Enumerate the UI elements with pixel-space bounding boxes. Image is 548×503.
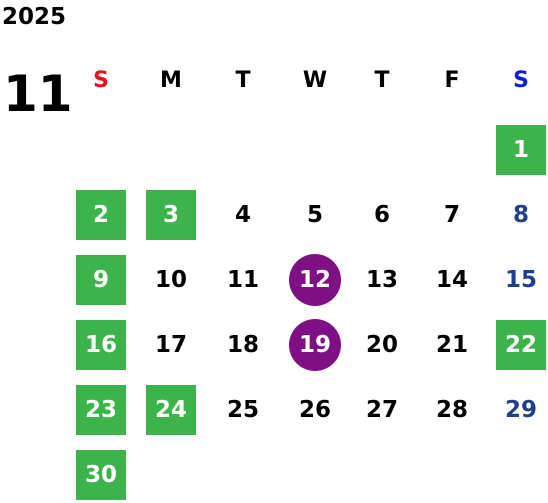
day-21[interactable]: 21 bbox=[435, 332, 468, 358]
weekday-wednesday: W bbox=[302, 68, 328, 93]
day-25[interactable]: 25 bbox=[226, 397, 259, 423]
day-29[interactable]: 29 bbox=[504, 397, 537, 423]
day-4[interactable]: 4 bbox=[234, 202, 251, 228]
day-3[interactable]: 3 bbox=[146, 190, 196, 240]
day-6[interactable]: 6 bbox=[373, 202, 390, 228]
day-18[interactable]: 18 bbox=[226, 332, 259, 358]
day-14[interactable]: 14 bbox=[435, 267, 468, 293]
day-24[interactable]: 24 bbox=[146, 385, 196, 435]
calendar-month: 11 bbox=[3, 65, 73, 123]
day-8[interactable]: 8 bbox=[512, 202, 529, 228]
day-15[interactable]: 15 bbox=[504, 267, 537, 293]
day-1[interactable]: 1 bbox=[496, 125, 546, 175]
weekday-sunday: S bbox=[93, 68, 109, 93]
day-7[interactable]: 7 bbox=[443, 202, 460, 228]
calendar-year: 2025 bbox=[2, 4, 67, 30]
day-5[interactable]: 5 bbox=[306, 202, 323, 228]
weekday-monday: M bbox=[160, 68, 182, 93]
day-12[interactable]: 12 bbox=[289, 254, 341, 306]
day-10[interactable]: 10 bbox=[154, 267, 187, 293]
day-13[interactable]: 13 bbox=[365, 267, 398, 293]
day-2[interactable]: 2 bbox=[76, 190, 126, 240]
weekday-friday: F bbox=[444, 68, 460, 93]
day-9[interactable]: 9 bbox=[76, 255, 126, 305]
day-20[interactable]: 20 bbox=[365, 332, 398, 358]
day-16[interactable]: 16 bbox=[76, 320, 126, 370]
day-22[interactable]: 22 bbox=[496, 320, 546, 370]
day-17[interactable]: 17 bbox=[154, 332, 187, 358]
day-30[interactable]: 30 bbox=[76, 450, 126, 500]
day-27[interactable]: 27 bbox=[365, 397, 398, 423]
weekday-thursday: T bbox=[374, 68, 390, 93]
weekday-saturday: S bbox=[513, 68, 529, 93]
day-28[interactable]: 28 bbox=[435, 397, 468, 423]
day-19[interactable]: 19 bbox=[289, 319, 341, 371]
weekday-tuesday: T bbox=[235, 68, 251, 93]
day-11[interactable]: 11 bbox=[226, 267, 259, 293]
day-23[interactable]: 23 bbox=[76, 385, 126, 435]
day-26[interactable]: 26 bbox=[298, 397, 331, 423]
